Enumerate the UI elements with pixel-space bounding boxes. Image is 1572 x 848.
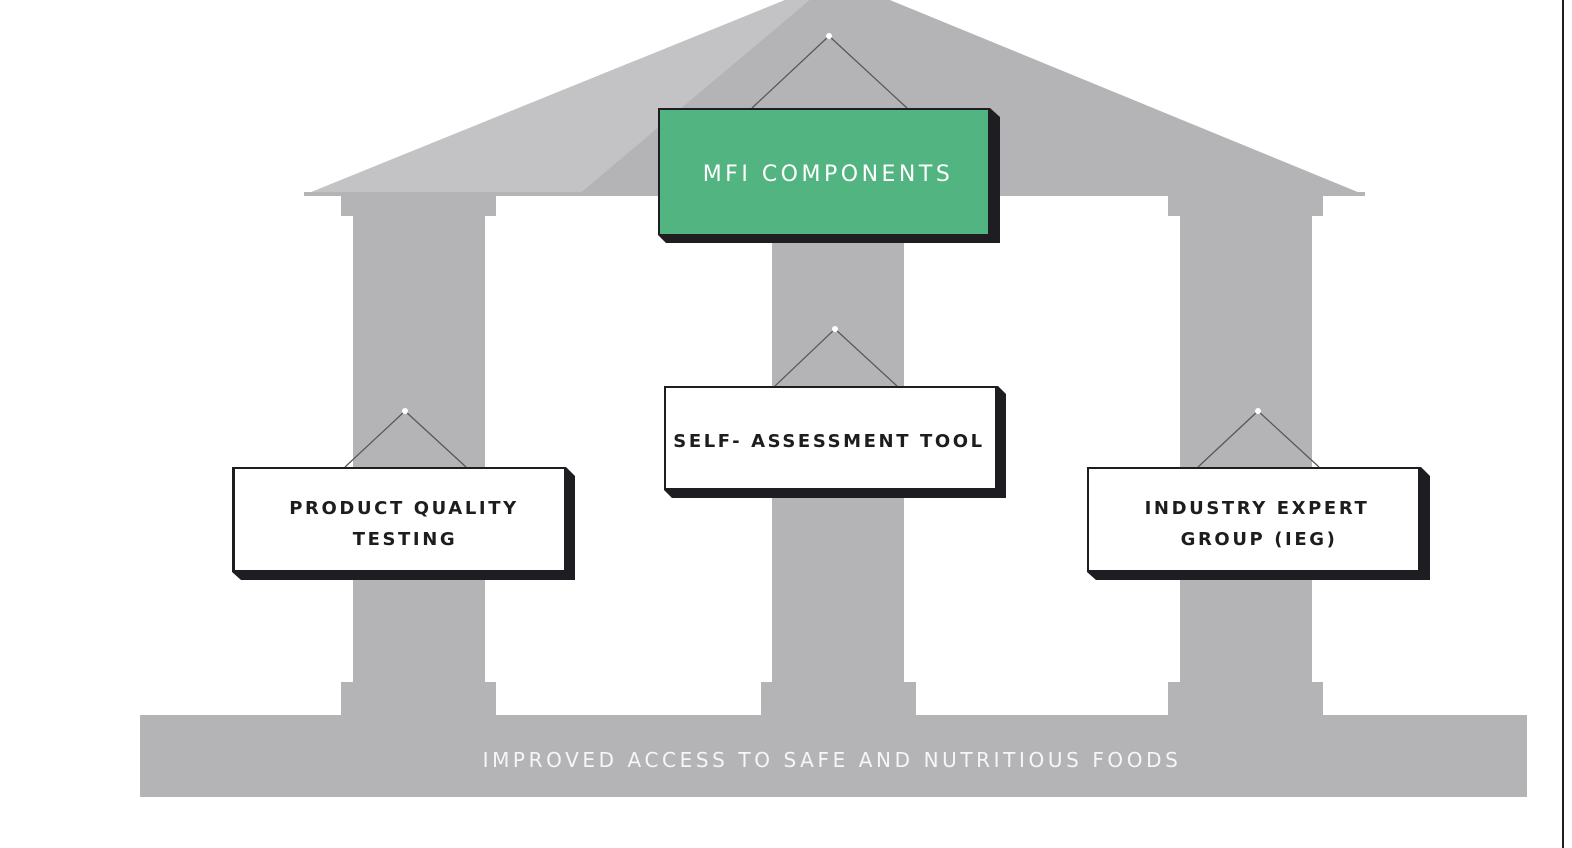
sign-center-panel: [666, 388, 995, 488]
sign-right-label-line2: GROUP (IEG): [1181, 529, 1338, 550]
roof-sign-pin: [826, 33, 832, 39]
sign-self-assessment: SELF- ASSESSMENT TOOL: [664, 326, 1006, 498]
sign-center-pin: [832, 326, 838, 332]
sign-left-label-line1: PRODUCT QUALITY: [289, 498, 518, 519]
pillar-right: [1168, 195, 1323, 716]
sign-center-label: SELF- ASSESSMENT TOOL: [673, 431, 984, 452]
sign-left-label-line2: TESTING: [353, 529, 458, 550]
sign-right-pin: [1255, 408, 1261, 414]
sign-industry-expert: INDUSTRY EXPERT GROUP (IEG): [1087, 408, 1430, 580]
roof-sign: MFI COMPONENTS: [658, 33, 1000, 243]
sign-product-quality: PRODUCT QUALITY TESTING: [232, 408, 575, 580]
roof-sign-panel: [660, 110, 988, 234]
foundation-block: [140, 715, 1527, 797]
roof-highlight: [304, 0, 810, 195]
right-edge-border: [1562, 0, 1564, 848]
sign-right-panel: [1089, 469, 1418, 570]
sign-left-pin: [402, 408, 408, 414]
temple-foundation: IMPROVED ACCESS TO SAFE AND NUTRITIOUS F…: [140, 715, 1527, 797]
roof-sign-label: MFI COMPONENTS: [703, 162, 954, 187]
sign-left-panel: [235, 469, 564, 570]
sign-right-label-line1: INDUSTRY EXPERT: [1145, 498, 1370, 519]
foundation-label: IMPROVED ACCESS TO SAFE AND NUTRITIOUS F…: [483, 748, 1182, 772]
pillar-left: [341, 195, 496, 716]
